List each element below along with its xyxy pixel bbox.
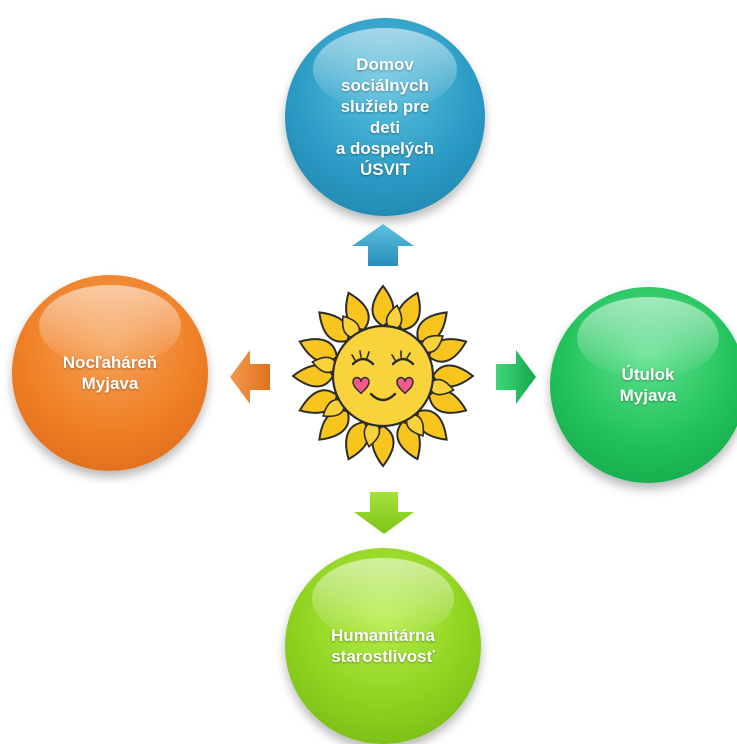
- node-bottom: Humanitárna starostlivosť: [285, 548, 481, 744]
- node-right-label: Útulok Myjava: [619, 365, 677, 405]
- node-top: Domov sociálnych služieb pre deti a dosp…: [285, 18, 485, 216]
- arrow-right-icon: [496, 350, 536, 404]
- node-right: Útulok Myjava: [550, 287, 737, 483]
- arrow-left-icon: [230, 350, 270, 404]
- node-bottom-label: Humanitárna starostlivosť: [331, 626, 435, 666]
- node-left-label: Nocľaháreň Myjava: [62, 353, 158, 393]
- node-left: Nocľaháreň Myjava: [12, 275, 208, 471]
- node-top-label: Domov sociálnych služieb pre deti a dosp…: [335, 55, 435, 179]
- arrow-down-icon: [354, 492, 414, 534]
- smiling-sun-icon: [291, 284, 475, 468]
- arrow-up-icon: [352, 224, 414, 266]
